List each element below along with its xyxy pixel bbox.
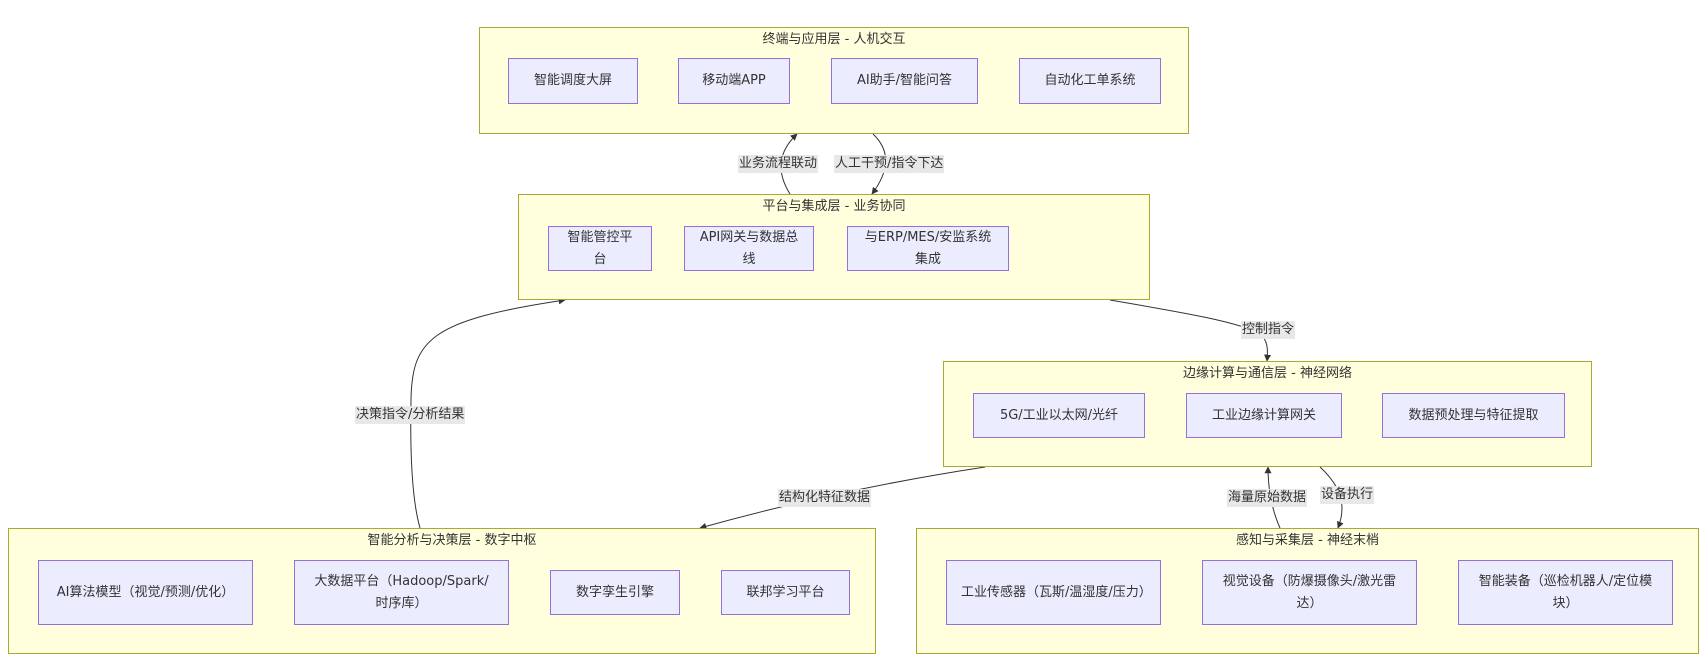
layer-title-edge: 边缘计算与通信层 - 神经网络 — [1183, 366, 1352, 381]
node-ai-models[interactable]: AI算法模型（视觉/预测/优化） — [38, 560, 253, 625]
node-api-gateway[interactable]: API网关与数据总线 — [684, 226, 814, 271]
node-control-platform[interactable]: 智能管控平台 — [548, 226, 652, 271]
node-mobile-app[interactable]: 移动端APP — [678, 58, 790, 104]
node-smart-equipment[interactable]: 智能装备（巡检机器人/定位模块） — [1458, 560, 1673, 625]
edge-analysis-to-platform — [410, 297, 566, 529]
edge-label-raw-data: 海量原始数据 — [1227, 489, 1308, 507]
layer-title-platform: 平台与集成层 - 业务协同 — [762, 199, 906, 214]
edge-label-control-command: 控制指令 — [1241, 321, 1296, 339]
layer-platform: 平台与集成层 - 业务协同 智能管控平台 API网关与数据总线 与ERP/MES… — [518, 194, 1150, 300]
layer-title-terminal: 终端与应用层 - 人机交互 — [762, 32, 906, 47]
node-digital-twin[interactable]: 数字孪生引擎 — [550, 570, 680, 615]
node-vision-devices[interactable]: 视觉设备（防爆摄像头/激光雷达） — [1202, 560, 1417, 625]
node-5g-network[interactable]: 5G/工业以太网/光纤 — [973, 393, 1145, 438]
layer-perception: 感知与采集层 - 神经末梢 工业传感器（瓦斯/温湿度/压力） 视觉设备（防爆摄像… — [916, 528, 1699, 654]
node-edge-gateway[interactable]: 工业边缘计算网关 — [1186, 393, 1342, 438]
edge-label-manual-intervention: 人工干预/指令下达 — [834, 155, 945, 173]
edge-label-business-linkage: 业务流程联动 — [738, 155, 819, 173]
node-erp-integration[interactable]: 与ERP/MES/安监系统集成 — [847, 226, 1009, 271]
layer-edge: 边缘计算与通信层 - 神经网络 5G/工业以太网/光纤 工业边缘计算网关 数据预… — [943, 361, 1592, 467]
node-industrial-sensors[interactable]: 工业传感器（瓦斯/温湿度/压力） — [946, 560, 1161, 625]
node-preprocessing[interactable]: 数据预处理与特征提取 — [1382, 393, 1565, 438]
layer-title-perception: 感知与采集层 - 神经末梢 — [1236, 533, 1379, 548]
node-federated-learning[interactable]: 联邦学习平台 — [721, 570, 850, 615]
layer-terminal: 终端与应用层 - 人机交互 智能调度大屏 移动端APP AI助手/智能问答 自动… — [479, 27, 1189, 134]
node-big-data[interactable]: 大数据平台（Hadoop/Spark/时序库） — [294, 560, 509, 625]
node-work-order[interactable]: 自动化工单系统 — [1019, 58, 1161, 104]
node-ai-assistant[interactable]: AI助手/智能问答 — [831, 58, 978, 104]
node-dispatch-screen[interactable]: 智能调度大屏 — [508, 58, 638, 104]
edge-label-structured-features: 结构化特征数据 — [778, 489, 872, 507]
edge-label-decision-results: 决策指令/分析结果 — [355, 406, 466, 424]
edge-label-device-execution: 设备执行 — [1320, 486, 1375, 504]
layer-analysis: 智能分析与决策层 - 数字中枢 AI算法模型（视觉/预测/优化） 大数据平台（H… — [8, 528, 876, 654]
layer-title-analysis: 智能分析与决策层 - 数字中枢 — [367, 533, 537, 548]
